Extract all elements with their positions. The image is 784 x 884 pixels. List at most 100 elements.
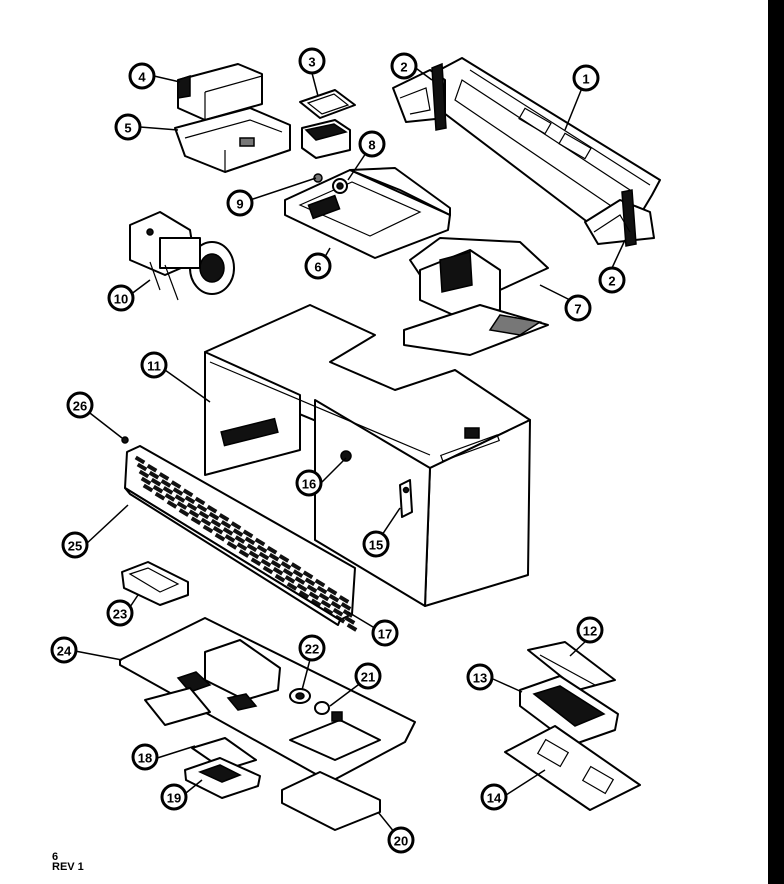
grille-slot bbox=[148, 470, 160, 480]
grille-slot bbox=[162, 486, 174, 495]
grille-slot bbox=[242, 529, 254, 539]
callout-3: 3 bbox=[298, 47, 326, 75]
grille-slot bbox=[182, 488, 194, 498]
grille-slot bbox=[134, 455, 146, 465]
grille-slot bbox=[296, 583, 308, 592]
part-21-knob bbox=[314, 701, 343, 722]
callout-number: 2 bbox=[608, 274, 615, 289]
callout-20: 20 bbox=[387, 826, 415, 854]
grille-slot bbox=[236, 542, 248, 551]
grille-slot bbox=[272, 566, 284, 576]
part-24-base-plate bbox=[119, 617, 416, 783]
callout-number: 8 bbox=[368, 138, 375, 153]
callout-23: 23 bbox=[106, 599, 134, 627]
grille-slot bbox=[176, 501, 188, 510]
part-5-duct-base bbox=[174, 107, 291, 173]
part-15-latch bbox=[399, 479, 413, 518]
callout-number: 11 bbox=[147, 359, 161, 374]
callout-number: 6 bbox=[314, 260, 321, 275]
grille-slot bbox=[140, 476, 152, 486]
callout-13: 13 bbox=[466, 663, 494, 691]
callout-circle bbox=[131, 743, 159, 771]
part-17-grille bbox=[124, 445, 358, 632]
grille-slot bbox=[258, 551, 270, 561]
grille-slot bbox=[310, 598, 322, 608]
grille-slot bbox=[142, 483, 154, 493]
part-2-bracket-right bbox=[584, 189, 655, 247]
grille-slot bbox=[154, 491, 166, 501]
grille-slot bbox=[210, 518, 222, 528]
callout-circle bbox=[107, 284, 135, 312]
callout-number: 13 bbox=[473, 671, 487, 686]
grille-slot bbox=[194, 496, 206, 506]
grille-slot bbox=[172, 487, 184, 496]
page-footer: 6 REV 1 bbox=[52, 851, 84, 873]
page-number: 6 bbox=[52, 851, 59, 863]
grille-slot bbox=[286, 582, 298, 591]
callout-24: 24 bbox=[50, 636, 78, 664]
grille-slot bbox=[174, 494, 186, 503]
grille-slot bbox=[178, 508, 190, 517]
callout-circle bbox=[480, 783, 508, 811]
right-edge-bar bbox=[768, 0, 784, 884]
callout-circle bbox=[50, 636, 78, 664]
grille-slot bbox=[326, 586, 338, 596]
callout-circle bbox=[358, 130, 386, 158]
part-25-strip bbox=[124, 487, 341, 626]
callout-circle bbox=[61, 531, 89, 559]
callout-circle bbox=[66, 391, 94, 419]
callout-circle bbox=[387, 826, 415, 854]
callout-circle bbox=[354, 662, 382, 690]
grille-slot bbox=[274, 573, 286, 583]
grille-slot bbox=[280, 561, 292, 570]
grille-slot bbox=[318, 592, 330, 602]
part-7-control-bracket bbox=[403, 237, 549, 356]
callout-18: 18 bbox=[131, 743, 159, 771]
callout-number: 12 bbox=[583, 624, 597, 639]
callout-number: 15 bbox=[369, 538, 383, 553]
grille-slot bbox=[200, 517, 212, 527]
callout-number: 9 bbox=[236, 197, 243, 212]
grille-slot bbox=[292, 569, 304, 578]
part-13-frame bbox=[519, 675, 619, 746]
part-19-bracket bbox=[184, 757, 261, 799]
callout-10: 10 bbox=[107, 284, 135, 312]
callout-circle bbox=[564, 294, 592, 322]
part-26-screw bbox=[121, 436, 129, 444]
grille-slot bbox=[136, 462, 148, 472]
part-14-mounting-plate bbox=[504, 725, 641, 811]
callout-2: 2 bbox=[598, 266, 626, 294]
callout-circle bbox=[390, 52, 418, 80]
callout-7: 7 bbox=[564, 294, 592, 322]
grille-slot bbox=[166, 500, 178, 509]
grille-slot bbox=[250, 557, 262, 567]
grille-slot bbox=[346, 623, 358, 632]
grille-slot bbox=[218, 513, 230, 522]
callout-number: 22 bbox=[305, 642, 319, 657]
grille-slot bbox=[304, 577, 316, 587]
grille-slot bbox=[270, 559, 282, 569]
callout-4: 4 bbox=[128, 62, 156, 90]
grille-slot bbox=[338, 595, 350, 604]
callout-circle bbox=[160, 783, 188, 811]
grille-slot bbox=[212, 525, 224, 535]
part-4-duct-cover bbox=[177, 63, 263, 121]
grille-slot bbox=[266, 545, 278, 555]
callout-number: 1 bbox=[582, 72, 589, 87]
grille-slot bbox=[238, 549, 250, 558]
callout-circle bbox=[362, 530, 390, 558]
callout-number: 4 bbox=[138, 70, 146, 85]
grille-slot bbox=[164, 493, 176, 502]
grille-slot bbox=[294, 576, 306, 585]
part-3-cover bbox=[299, 89, 356, 159]
grille-slot bbox=[146, 463, 158, 473]
callout-22: 22 bbox=[298, 634, 326, 662]
grille-slot bbox=[298, 590, 310, 599]
callout-number: 17 bbox=[378, 627, 392, 642]
grille-slot bbox=[150, 477, 162, 487]
grille-slot bbox=[254, 537, 266, 547]
grille-slot bbox=[244, 536, 256, 546]
callout-19: 19 bbox=[160, 783, 188, 811]
callout-5: 5 bbox=[114, 113, 142, 141]
grille-slot bbox=[316, 585, 328, 595]
